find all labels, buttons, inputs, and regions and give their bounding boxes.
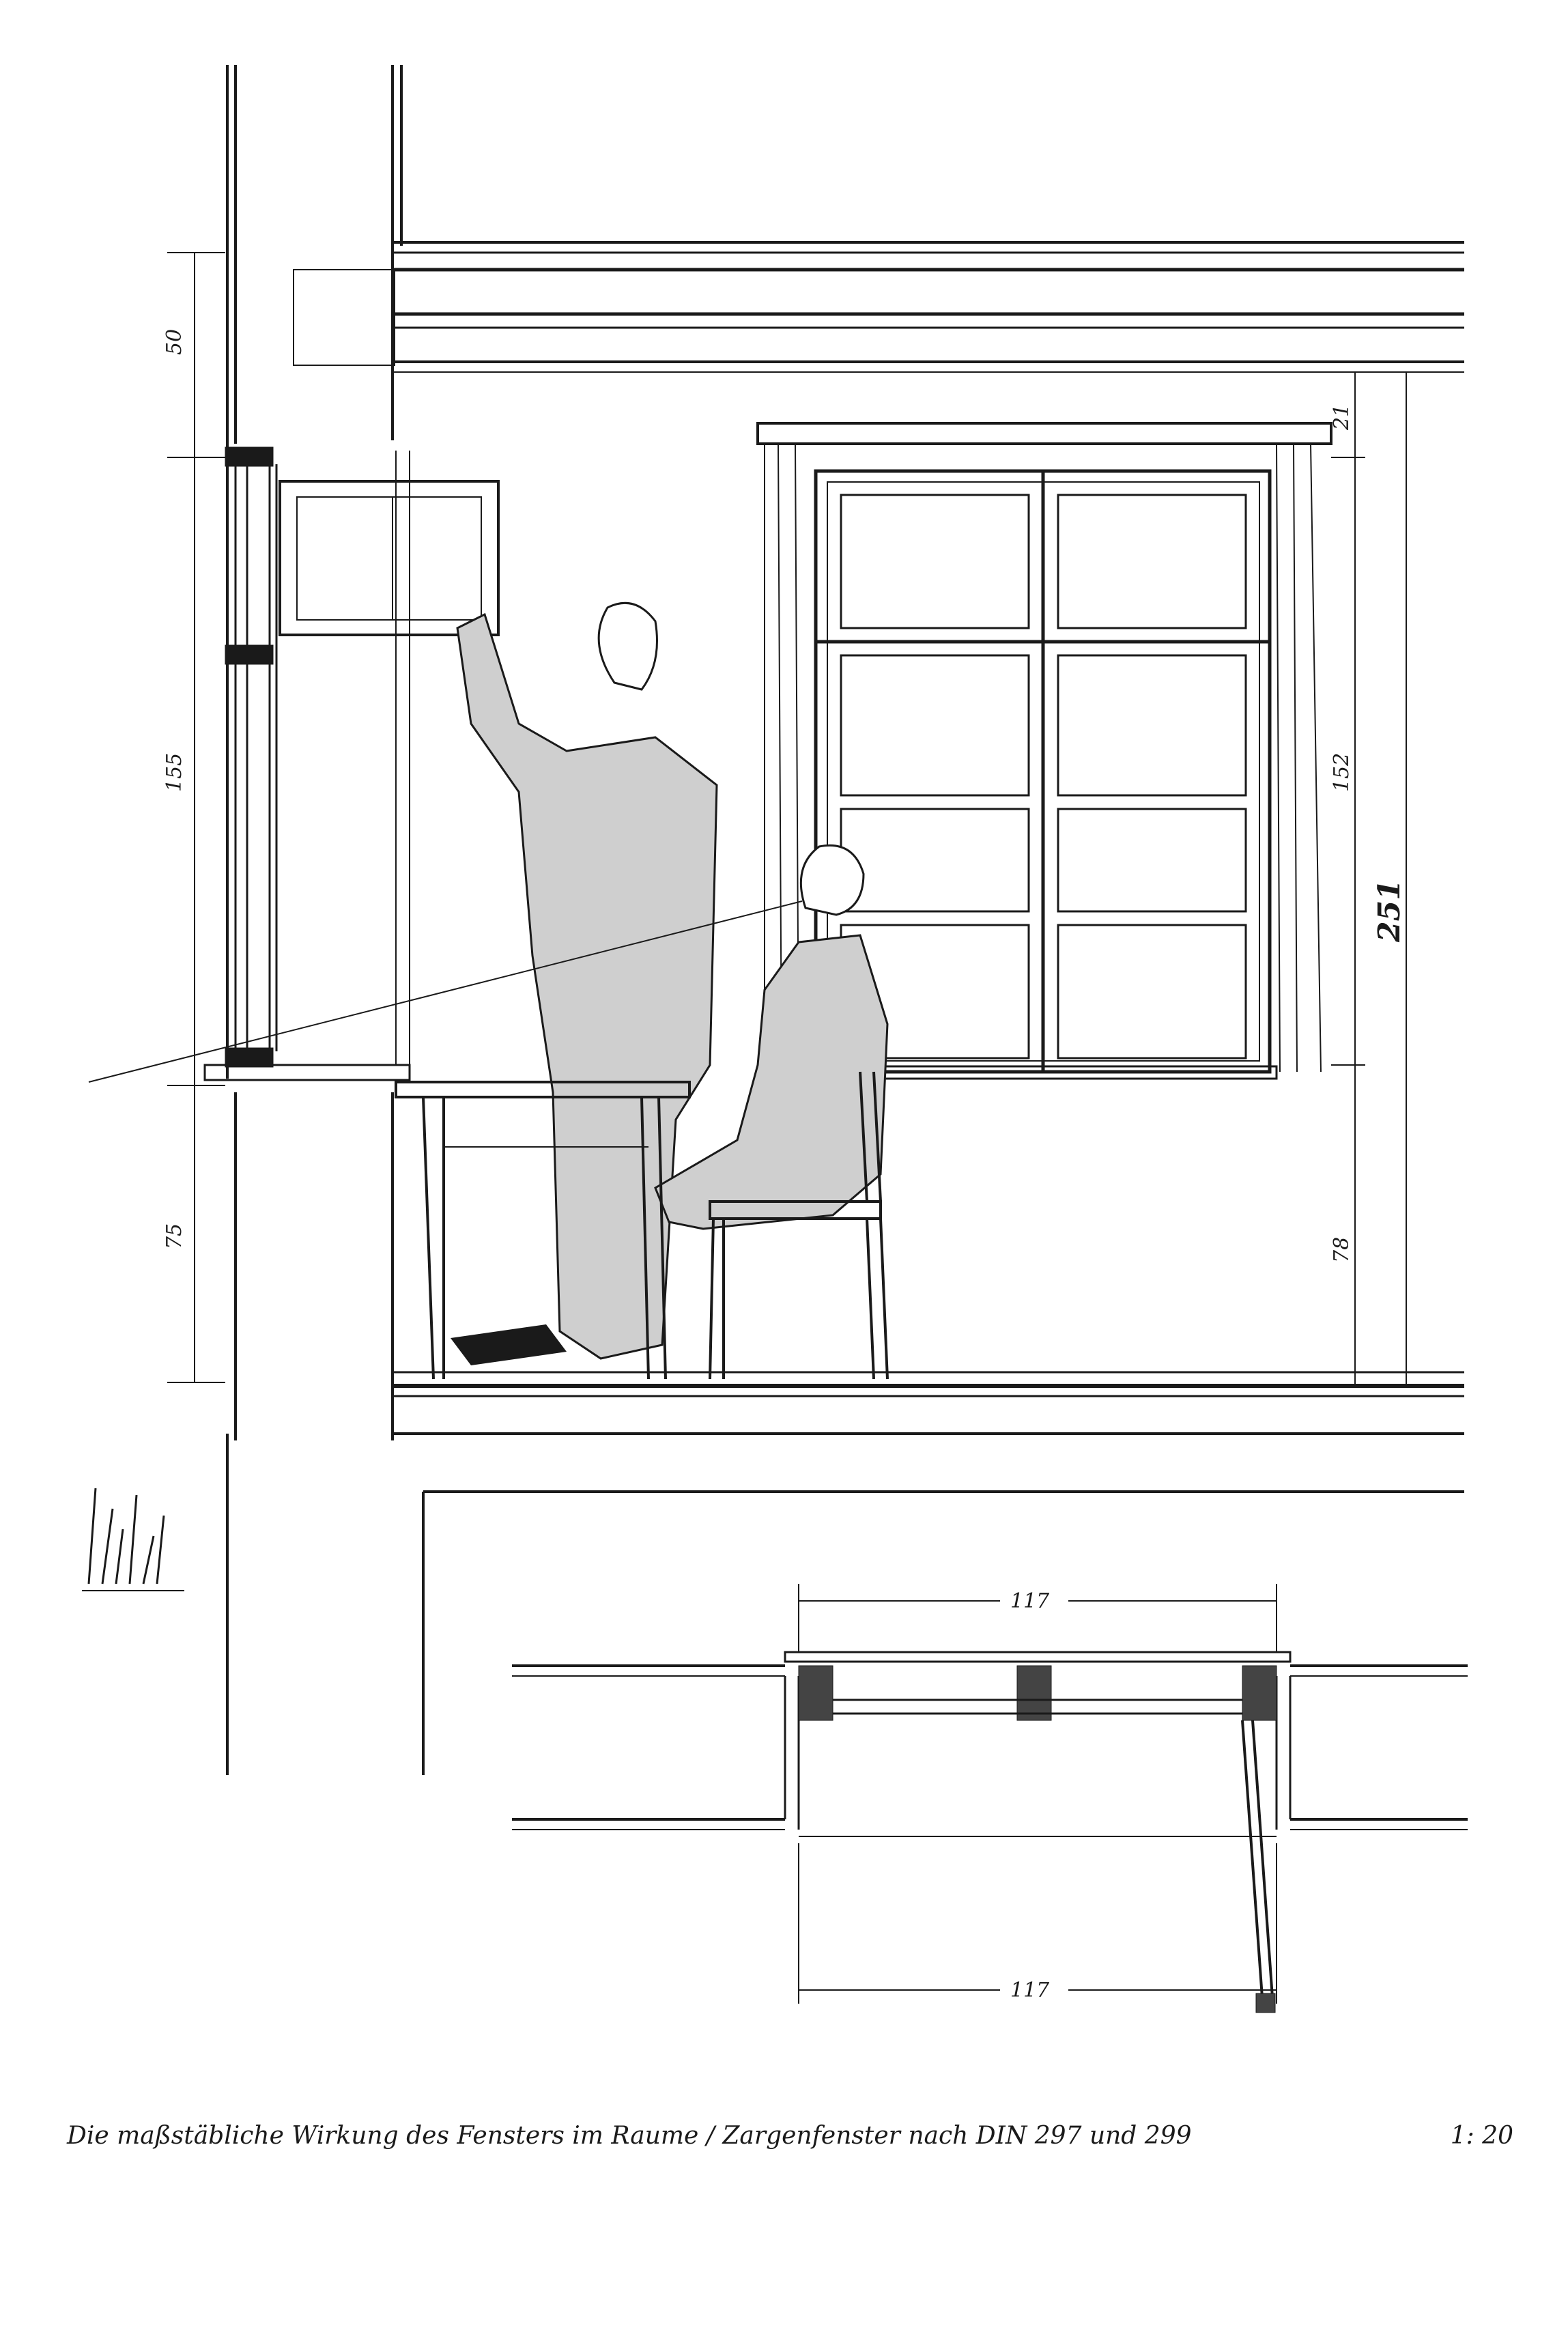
grass	[82, 1488, 184, 1591]
dim-left-75: 75	[162, 1223, 186, 1249]
scale-label: 1: 20	[1450, 2122, 1513, 2150]
standing-figure	[451, 601, 718, 1365]
dim-right-21: 21	[1330, 404, 1354, 431]
left-dimension-line	[167, 252, 225, 1383]
sight-line	[88, 900, 803, 1083]
section-window	[203, 446, 500, 1081]
chair	[709, 1071, 889, 1380]
table	[395, 1081, 691, 1380]
right-dimension-lines	[1331, 371, 1447, 1387]
plan-dimension-lines	[798, 1584, 1277, 2004]
dim-right-152: 152	[1330, 753, 1354, 792]
figure-caption: Die maßstäbliche Wirkung des Fensters im…	[67, 2122, 1192, 2150]
dim-plan-bottom-117: 117	[1010, 1978, 1050, 2002]
dim-left-155: 155	[162, 753, 186, 792]
plan-view	[512, 1651, 1468, 2013]
dim-right-78: 78	[1330, 1237, 1354, 1263]
dim-left-50: 50	[162, 329, 186, 355]
floor-slab	[226, 1371, 1464, 1775]
dim-total-251: 251	[1372, 879, 1407, 943]
seated-figure	[654, 844, 889, 1230]
outer-wall	[226, 65, 403, 1440]
main-window	[756, 422, 1332, 1080]
ceiling-slab	[393, 241, 1464, 373]
dim-plan-top-117: 117	[1010, 1589, 1050, 1613]
